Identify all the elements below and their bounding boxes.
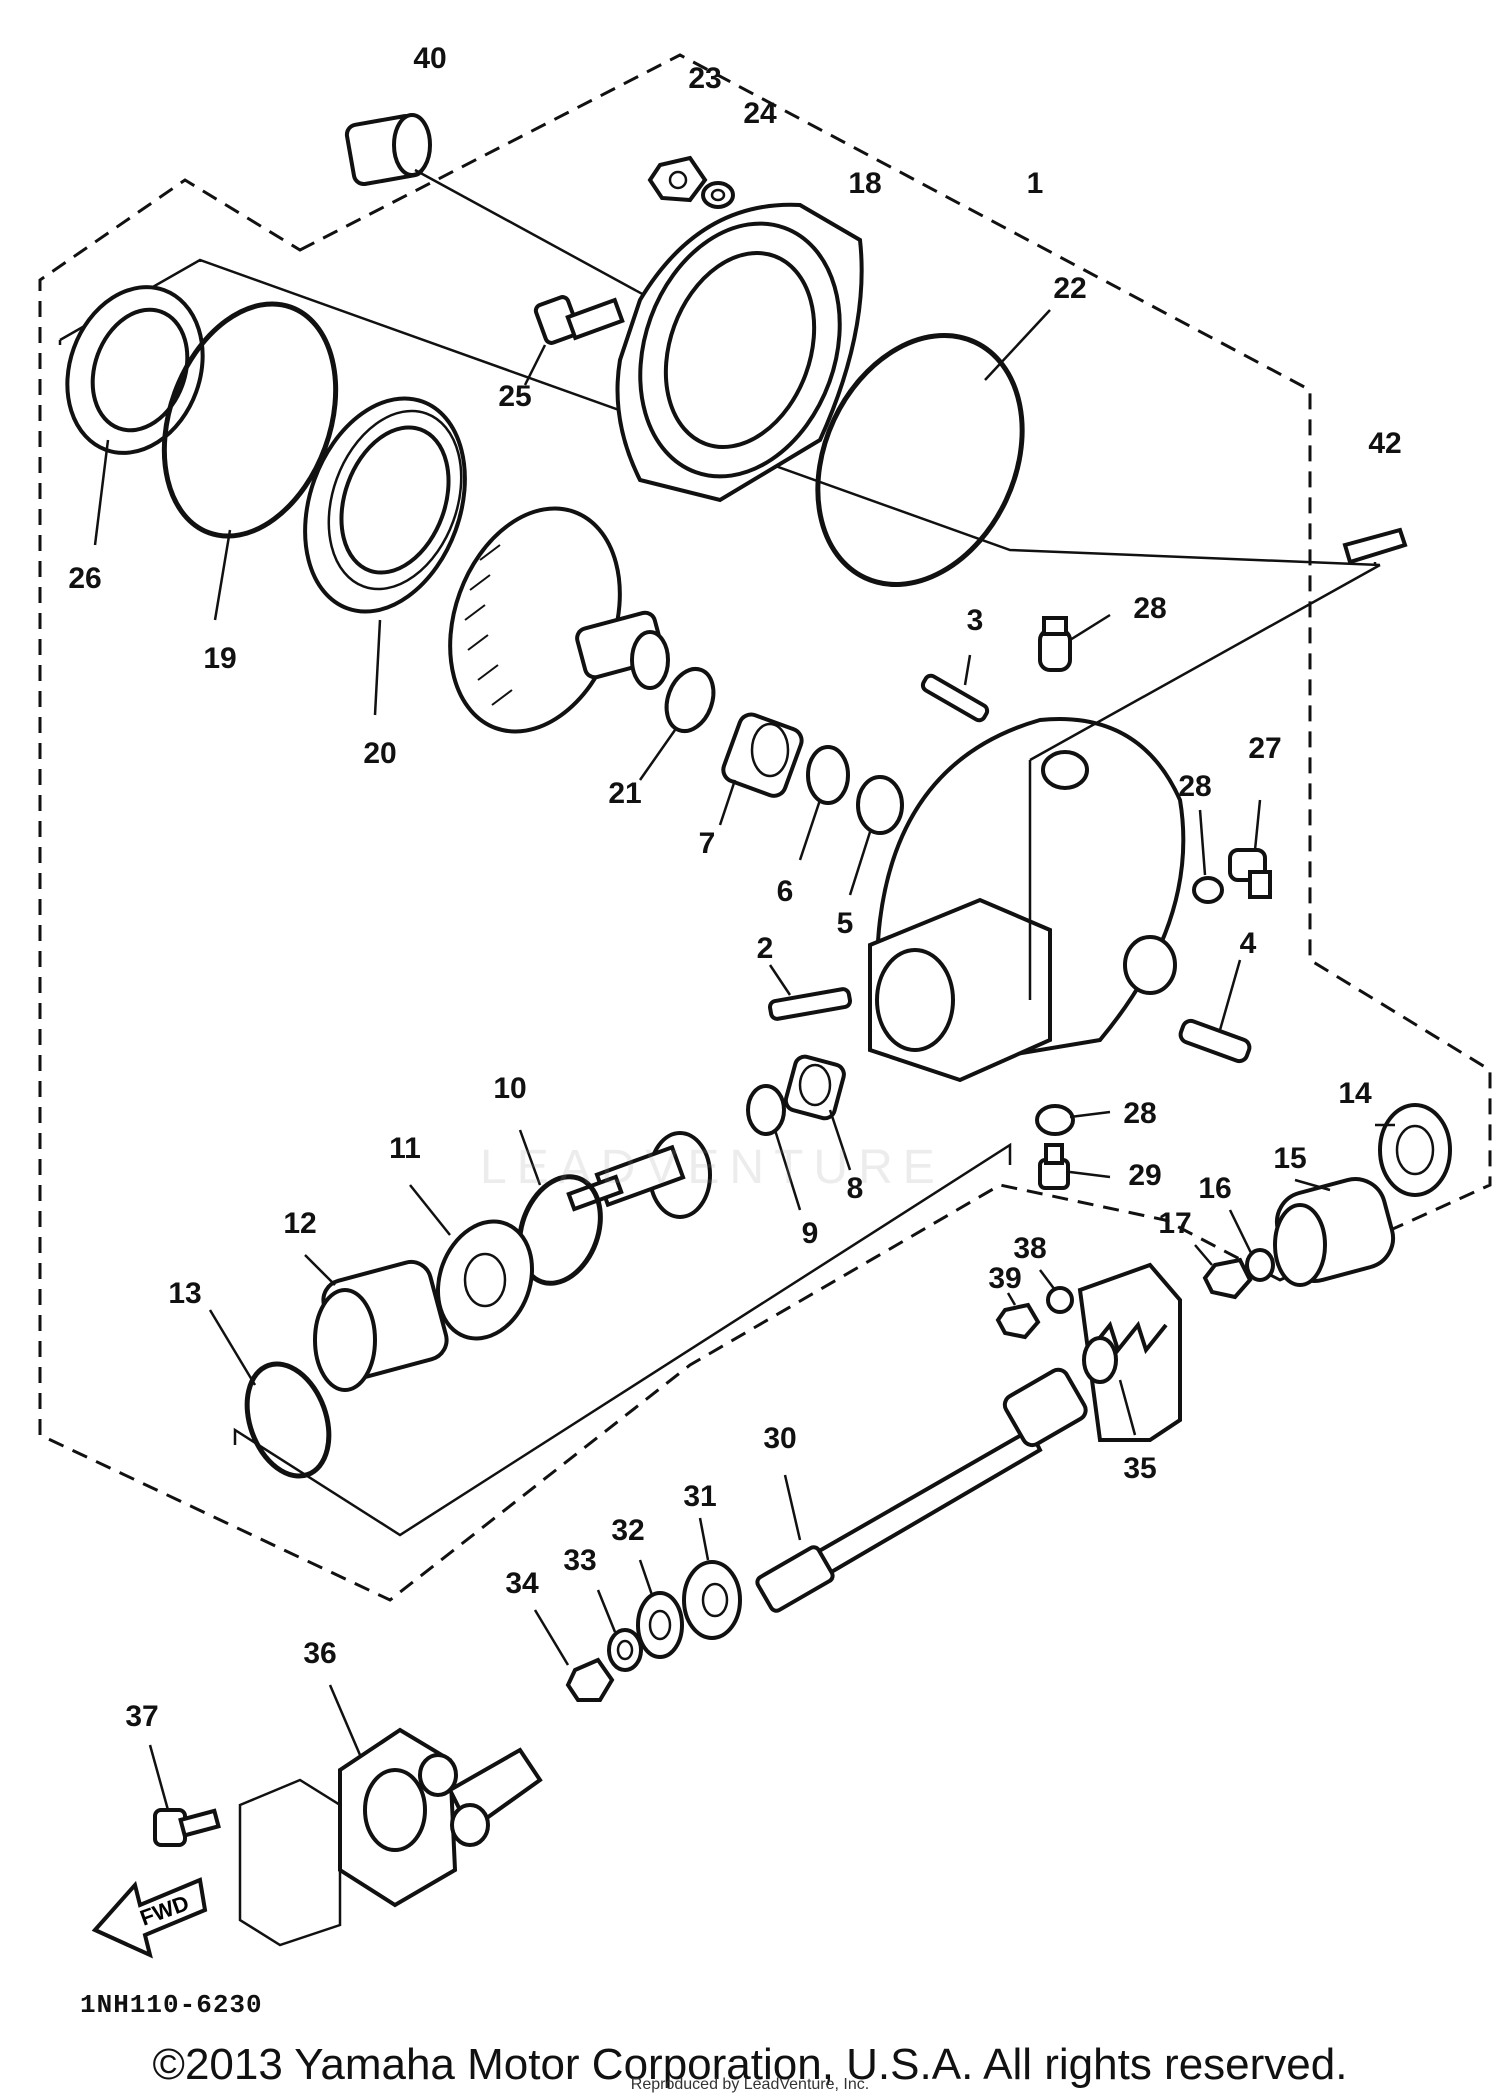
reproduced-notice: Reproduced by LeadVenture, Inc. xyxy=(630,2076,870,2093)
part-6-collar xyxy=(806,745,850,805)
part-9-collar xyxy=(746,1084,786,1136)
callout-19: 19 xyxy=(203,642,236,675)
part-11-bearing xyxy=(435,1219,535,1341)
part-15-dust-cover xyxy=(1273,1177,1396,1287)
callout-3: 3 xyxy=(967,604,984,637)
part-34-washer xyxy=(607,1628,643,1672)
callout-37: 36 xyxy=(303,1637,336,1670)
callout-2: 2 xyxy=(757,932,774,965)
part-29-breather xyxy=(1038,616,1072,672)
part-41-sleeve xyxy=(344,113,432,187)
part-3-stud xyxy=(920,673,990,723)
part-23-nut xyxy=(647,155,708,203)
part-17-nut xyxy=(1202,1257,1253,1300)
callout-34: 33 xyxy=(563,1544,596,1577)
part-5-collar xyxy=(856,775,904,835)
joint-housing-plate xyxy=(1077,1262,1182,1442)
forward-direction-arrow: FWD xyxy=(91,1877,208,1959)
part-38-bolt xyxy=(153,1808,221,1847)
part-27-drain-bolt xyxy=(1228,848,1272,899)
callout-24: 24 xyxy=(743,97,777,130)
part-22-o-ring xyxy=(815,333,1025,587)
callout-12: 12 xyxy=(283,1207,316,1240)
part-16-washer xyxy=(1245,1248,1275,1282)
part-24-washer xyxy=(701,181,735,209)
part-35-nut xyxy=(565,1657,615,1702)
callout-26: 26 xyxy=(68,562,101,595)
callout-31: 30 xyxy=(763,1422,796,1455)
callout-28b: 28 xyxy=(1123,1097,1156,1130)
part-10-o-ring xyxy=(517,1174,603,1286)
part-4-stud xyxy=(1178,1018,1252,1064)
part-12-bearing-retainer xyxy=(313,1259,449,1392)
callout-8: 8 xyxy=(847,1172,864,1205)
lower-group-bracket xyxy=(233,1142,1012,1537)
gasket-outline xyxy=(238,1778,342,1947)
callout-36: 35 xyxy=(1123,1452,1156,1485)
callout-15: 15 xyxy=(1273,1142,1306,1175)
callout-40: 39 xyxy=(988,1262,1021,1295)
watermark-text: LEADVENTURE xyxy=(480,1141,945,1194)
callout-17: 17 xyxy=(1158,1207,1191,1240)
callout-13: 13 xyxy=(168,1277,201,1310)
part-31-drive-shaft xyxy=(755,1367,1088,1613)
part-19-o-ring xyxy=(161,301,339,539)
callout-35: 34 xyxy=(505,1567,539,1600)
part-20-bearing xyxy=(303,396,467,614)
callout-11: 11 xyxy=(389,1132,421,1165)
callout-29: 28 xyxy=(1133,592,1166,625)
copyright-notice: ©2013 Yamaha Motor Corporation, U.S.A. A… xyxy=(152,2040,1348,2089)
callout-38: 37 xyxy=(125,1700,158,1733)
callout-1: 1 xyxy=(1027,167,1044,200)
callout-27: 27 xyxy=(1248,732,1281,765)
callout-32: 31 xyxy=(683,1480,716,1513)
callout-6: 6 xyxy=(777,875,794,908)
part-2-stud xyxy=(767,987,853,1021)
part-26-oil-seal xyxy=(65,285,205,455)
callout-4: 4 xyxy=(1240,927,1257,960)
callout-23: 23 xyxy=(688,62,721,95)
callout-39: 38 xyxy=(1013,1232,1046,1265)
final-gear-case xyxy=(868,563,1381,1083)
callout-20: 20 xyxy=(363,737,396,770)
callout-labels: 40 23 24 18 1 22 25 42 26 19 28 3 20 27 … xyxy=(68,42,1401,1733)
callout-7: 7 xyxy=(699,827,716,860)
callout-14: 14 xyxy=(1338,1077,1372,1110)
part-33-washer xyxy=(636,1591,684,1659)
callout-30: 29 xyxy=(1128,1159,1161,1192)
assembly-boundary xyxy=(38,53,1492,1602)
callout-10: 10 xyxy=(493,1072,526,1105)
callout-33: 32 xyxy=(611,1514,644,1547)
part-7-needle-bearing xyxy=(721,712,804,798)
callout-42: 42 xyxy=(1368,427,1401,460)
part-32-bearing xyxy=(682,1560,742,1640)
callout-16: 16 xyxy=(1198,1172,1231,1205)
ring-gear xyxy=(448,506,670,734)
part-13-o-ring xyxy=(244,1361,332,1479)
callout-5: 5 xyxy=(837,907,854,940)
part-28-nut xyxy=(1035,1104,1075,1136)
part-25-bolt xyxy=(533,295,625,345)
part-14-oil-seal xyxy=(1378,1103,1452,1197)
part-18-bearing-housing xyxy=(615,202,864,503)
callout-41: 40 xyxy=(413,42,446,75)
part-42-label xyxy=(1342,527,1408,565)
part-39-washer xyxy=(1046,1286,1074,1314)
part-36-spring xyxy=(1082,1320,1168,1384)
part-21-shim xyxy=(664,667,716,733)
part-30-fitting xyxy=(1038,1143,1070,1190)
part-37-universal-joint xyxy=(338,1727,543,1908)
part-40-nut xyxy=(995,1302,1041,1340)
callout-21: 21 xyxy=(608,777,641,810)
drive-pinion-gear xyxy=(566,1131,712,1219)
callout-25: 25 xyxy=(498,380,531,413)
diagram-code: 1NH110-6230 xyxy=(80,1990,263,2020)
callout-18: 18 xyxy=(848,167,881,200)
callout-22: 22 xyxy=(1053,272,1086,305)
part-28-washer xyxy=(1192,876,1224,904)
callout-9: 9 xyxy=(802,1217,819,1250)
part-8-bearing xyxy=(783,1054,846,1121)
callout-28a: 28 xyxy=(1178,770,1211,803)
